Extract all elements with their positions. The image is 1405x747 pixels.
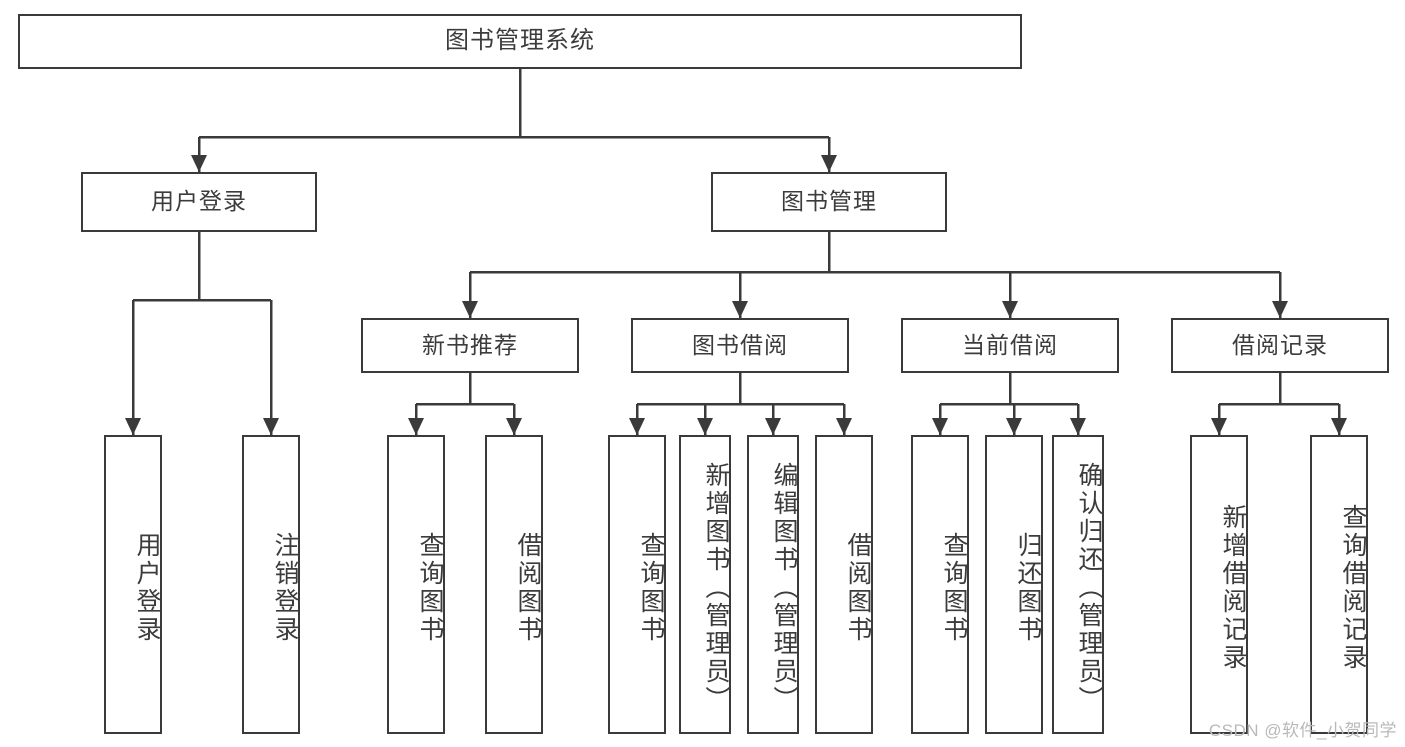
node-borrow-record[interactable]: 借阅记录 (1171, 318, 1389, 373)
leaf-query-book-borrow[interactable]: 查询图书 (608, 435, 666, 734)
leaf-edit-book-admin[interactable]: 编辑图书（管理员） (747, 435, 799, 734)
node-label: 新书推荐 (422, 331, 518, 358)
node-label: 图书管理 (781, 188, 877, 215)
node-label: 图书借阅 (692, 331, 788, 358)
node-label: 注销登录 (271, 531, 299, 644)
leaf-query-book-current[interactable]: 查询图书 (911, 435, 969, 734)
leaf-query-borrow-record[interactable]: 查询借阅记录 (1310, 435, 1368, 734)
csdn-watermark: CSDN @软件_小贺同学 (1208, 721, 1397, 740)
node-user-login[interactable]: 用户登录 (81, 172, 317, 232)
node-root[interactable]: 图书管理系统 (18, 14, 1022, 69)
leaf-user-login[interactable]: 用户登录 (104, 435, 162, 734)
node-label: 当前借阅 (962, 331, 1058, 358)
node-label: 归还图书 (1014, 531, 1042, 644)
node-label: 查询图书 (416, 531, 444, 644)
leaf-logout[interactable]: 注销登录 (242, 435, 300, 734)
node-label: 借阅记录 (1232, 331, 1328, 358)
leaf-return-book[interactable]: 归还图书 (985, 435, 1043, 734)
node-current-borrow[interactable]: 当前借阅 (901, 318, 1119, 373)
node-label: 编辑图书（管理员） (770, 461, 798, 714)
node-label: 借阅图书 (844, 531, 872, 644)
node-label: 查询图书 (637, 531, 665, 644)
node-label: 新增借阅记录 (1219, 503, 1247, 672)
leaf-confirm-return-admin[interactable]: 确认归还（管理员） (1052, 435, 1104, 734)
leaf-borrow-book[interactable]: 借阅图书 (815, 435, 873, 734)
node-label: 查询图书 (940, 531, 968, 644)
leaf-add-book-admin[interactable]: 新增图书（管理员） (679, 435, 731, 734)
node-book-borrow[interactable]: 图书借阅 (631, 318, 849, 373)
node-label: 用户登录 (151, 188, 247, 215)
node-label: 确认归还（管理员） (1075, 461, 1103, 714)
leaf-borrow-book-recommend[interactable]: 借阅图书 (485, 435, 543, 734)
leaf-query-book-recommend[interactable]: 查询图书 (387, 435, 445, 734)
node-book-manage[interactable]: 图书管理 (711, 172, 947, 232)
leaf-add-borrow-record[interactable]: 新增借阅记录 (1190, 435, 1248, 734)
node-new-book-recommend[interactable]: 新书推荐 (361, 318, 579, 373)
node-label: 图书管理系统 (445, 27, 595, 55)
node-label: 查询借阅记录 (1339, 503, 1367, 672)
node-label: 新增图书（管理员） (702, 461, 730, 714)
node-label: 用户登录 (133, 531, 161, 644)
node-label: 借阅图书 (514, 531, 542, 644)
